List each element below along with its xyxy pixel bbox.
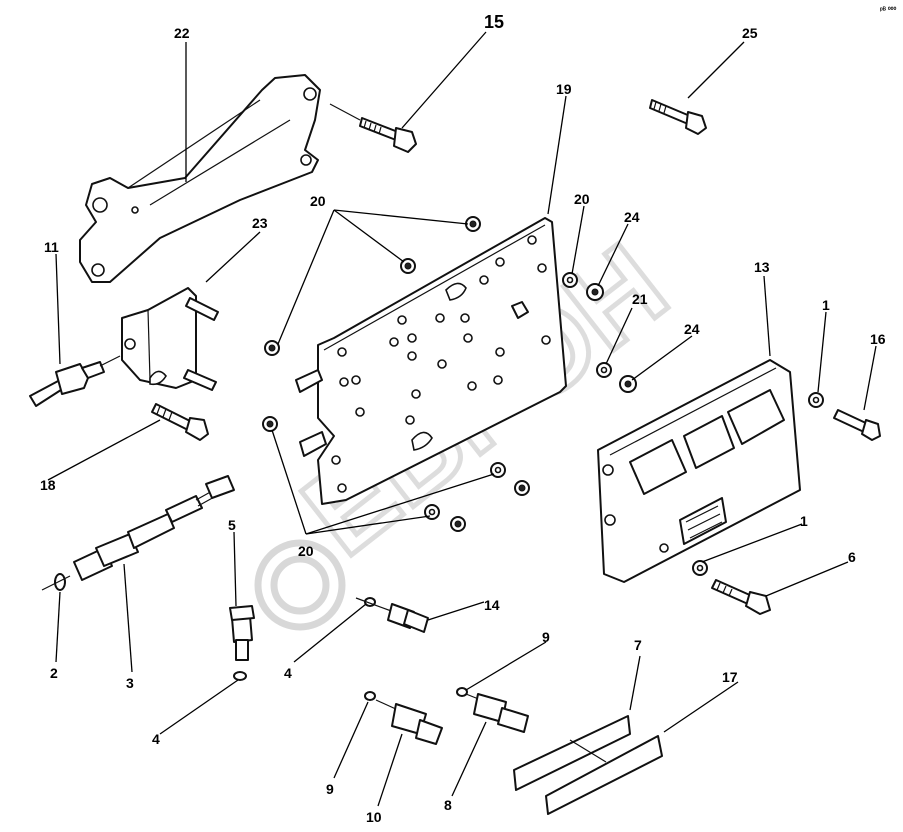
nut-20-top <box>465 216 481 232</box>
callout-1-lower: 1 <box>800 513 808 529</box>
callout-8: 8 <box>444 797 452 813</box>
bracket-part-23 <box>121 287 219 391</box>
washer-20-lower-b <box>424 504 440 520</box>
control-module-part-13 <box>597 359 801 583</box>
callout-24-upper: 24 <box>624 209 640 225</box>
callout-9-left: 9 <box>326 781 334 797</box>
sensor-part-11 <box>29 355 121 407</box>
callout-3: 3 <box>126 675 134 691</box>
callout-4-left: 4 <box>152 731 160 747</box>
callout-21: 21 <box>632 291 648 307</box>
sensor-part-10 <box>364 691 443 745</box>
callout-4-middle: 4 <box>284 665 292 681</box>
washer-20-lower-a <box>490 462 506 478</box>
nut-20-lower-a <box>514 480 530 496</box>
nut-part-24-upper <box>586 283 604 301</box>
callout-20-lower: 20 <box>298 543 314 559</box>
callout-9-right: 9 <box>542 629 550 645</box>
bolt-part-25 <box>649 99 707 135</box>
nut-20-lower-b <box>450 516 466 532</box>
callout-1-upper: 1 <box>822 297 830 313</box>
sensor-part-5 <box>229 605 255 681</box>
callout-22: 22 <box>174 25 190 41</box>
callout-6: 6 <box>848 549 856 565</box>
sensor-part-8 <box>456 687 529 733</box>
sensor-part-14 <box>355 597 429 633</box>
nut-20-left-lower <box>262 416 278 432</box>
nut-20-mid <box>400 258 416 274</box>
washer-part-21 <box>596 362 612 378</box>
washer-20-right <box>562 272 578 288</box>
callout-24-lower: 24 <box>684 321 700 337</box>
oring-part-2 <box>41 573 71 591</box>
callout-20-upper: 20 <box>310 193 326 209</box>
corner-mark: ᵖᴮ ⁰⁰⁰ <box>880 6 896 14</box>
nuts-part-20 <box>262 216 578 532</box>
bolt-part-6 <box>711 579 771 615</box>
callout-18: 18 <box>40 477 56 493</box>
callout-19: 19 <box>556 81 572 97</box>
callout-labels: 15 22 25 19 20 20 24 23 11 13 21 1 16 24… <box>40 12 886 825</box>
callout-20-right: 20 <box>574 191 590 207</box>
washer-part-1-lower <box>692 560 708 576</box>
callout-11: 11 <box>44 239 59 255</box>
callout-7: 7 <box>634 637 642 653</box>
strip-part-7 <box>513 715 631 791</box>
washer-part-1-upper <box>808 392 824 408</box>
callout-14: 14 <box>484 597 500 613</box>
bolt-part-16 <box>833 409 881 441</box>
callout-2: 2 <box>50 665 58 681</box>
bolt-part-18 <box>151 403 209 441</box>
mounting-plate-part-19 <box>295 217 567 505</box>
callout-10: 10 <box>366 809 382 825</box>
bracket-part-22 <box>79 74 321 283</box>
plate-holes <box>331 235 551 493</box>
callout-23: 23 <box>252 215 268 231</box>
nut-20-left-upper <box>264 340 280 356</box>
callout-15: 15 <box>484 12 504 32</box>
leader-lines <box>47 31 877 807</box>
bolt-part-15 <box>329 103 417 153</box>
sensor-part-3 <box>73 475 235 581</box>
callout-17: 17 <box>722 669 738 685</box>
strip-part-17 <box>545 735 663 815</box>
callout-5: 5 <box>228 517 236 533</box>
callout-13: 13 <box>754 259 770 275</box>
callout-16: 16 <box>870 331 886 347</box>
callout-25: 25 <box>742 25 758 41</box>
